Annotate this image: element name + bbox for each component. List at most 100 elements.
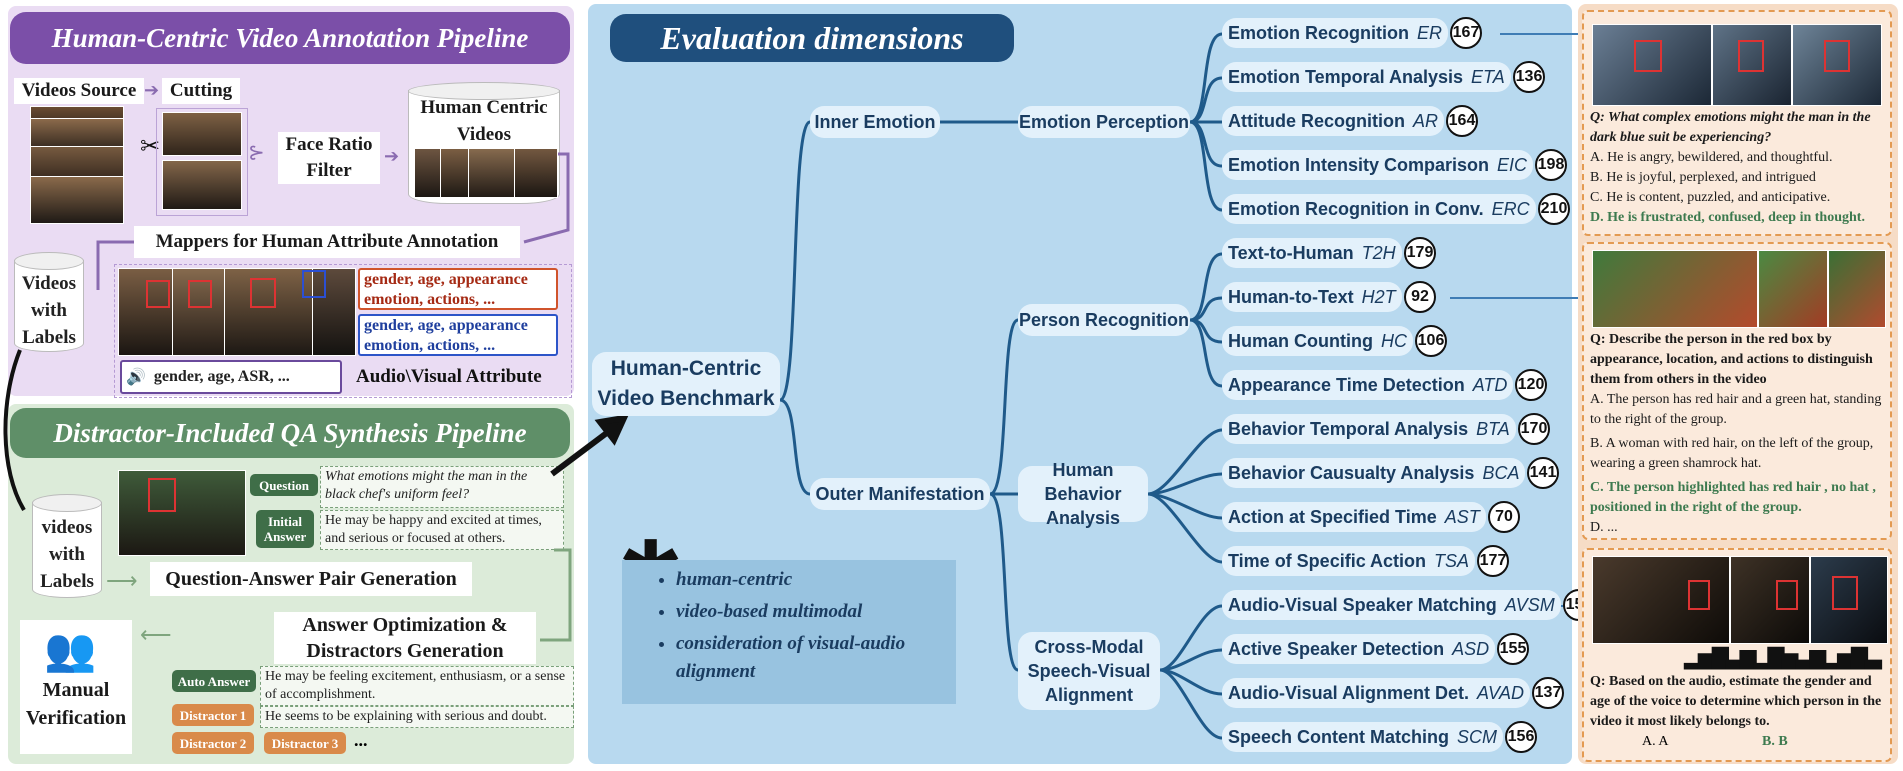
face-box <box>302 270 326 298</box>
dimension-count-badge: 155 <box>1497 633 1529 665</box>
example-2-frame <box>1592 250 1758 328</box>
dimension-count-badge: 120 <box>1515 369 1547 401</box>
manual-verification-card <box>20 620 132 754</box>
dimension-label: Emotion Intensity Comparison <box>1228 154 1490 175</box>
dimension-leaf: Audio-Visual Alignment Det.AVAD <box>1222 678 1531 708</box>
feature-item: consideration of visual-audio alignment <box>676 630 972 686</box>
dimension-label: Audio-Visual Alignment Det. <box>1228 682 1470 703</box>
dimension-label: Human Counting <box>1228 330 1373 351</box>
benchmark-root-node: Human-Centric Video Benchmark <box>592 352 780 416</box>
face-box <box>146 280 170 308</box>
dimension-abbreviation: BCA <box>1482 462 1520 483</box>
dimension-count-badge: 106 <box>1415 325 1447 357</box>
example-2-answer: C. The person highlighted has red hair ,… <box>1590 480 1876 515</box>
mappers-box: Mappers for Human Attribute Annotation <box>134 226 520 258</box>
dimension-abbreviation: AVSM <box>1504 594 1555 615</box>
dimension-abbreviation: T2H <box>1361 242 1396 263</box>
face-box <box>1738 40 1764 72</box>
example-2-question: Q: Describe the person in the red box by… <box>1590 332 1873 387</box>
face-box <box>188 280 212 308</box>
example-3-option-b: B. B <box>1762 734 1788 749</box>
evaluation-title: Evaluation dimensions <box>610 14 1014 62</box>
example-1-frame <box>1712 24 1792 106</box>
answer-optimization-box: Answer Optimization & Distractors Genera… <box>274 612 536 664</box>
dimension-label: Time of Specific Action <box>1228 550 1427 571</box>
dimension-abbreviation: AR <box>1412 110 1438 131</box>
dimension-count-badge: 170 <box>1518 413 1550 445</box>
videos-with-labels-db-2: videos with Labels <box>32 494 102 598</box>
face-box <box>1776 580 1798 610</box>
annotated-frame <box>224 268 314 356</box>
dimension-label: Behavior Causualty Analysis <box>1228 462 1475 483</box>
dimension-count-badge: 136 <box>1513 61 1545 93</box>
arrow-icon: ➔ <box>144 80 160 100</box>
dimension-abbreviation: ERC <box>1491 198 1530 219</box>
dimension-label: Appearance Time Detection <box>1228 374 1465 395</box>
dimension-count-badge: 179 <box>1404 237 1436 269</box>
speaker-icon: 🔊 <box>126 369 146 386</box>
auto-answer-tag: Auto Answer <box>172 670 256 692</box>
annotation-pipeline-title: Human-Centric Video Annotation Pipeline <box>10 12 570 64</box>
dimension-count-badge: 210 <box>1538 193 1570 225</box>
initial-answer-tag: Initial Answer <box>256 510 314 548</box>
dimension-abbreviation: HC <box>1380 330 1407 351</box>
example-3-frame <box>1592 556 1730 644</box>
dimension-count-badge: 70 <box>1488 501 1520 533</box>
videos-with-labels-db: Videos with Labels <box>14 252 84 352</box>
example-1-frame <box>1792 24 1882 106</box>
arrow-icon: ⟶ <box>106 568 138 593</box>
dimension-count-badge: 167 <box>1450 17 1482 49</box>
feature-list: human-centric video-based multimodal con… <box>660 566 972 686</box>
example-3-question: Q: Based on the audio, estimate the gend… <box>1590 674 1882 729</box>
distractor-2-tag: Distractor 2 <box>172 732 254 754</box>
dimension-count-badge: 141 <box>1527 457 1559 489</box>
arrow-icon: ⟵ <box>140 622 172 647</box>
dimension-label: Audio-Visual Speaker Matching <box>1228 594 1497 615</box>
cut-clip-thumbnail <box>162 160 242 210</box>
dimension-abbreviation: BTA <box>1476 418 1510 439</box>
human-centric-thumbnail <box>514 148 558 198</box>
example-1-text: Q: What complex emotions might the man i… <box>1590 108 1886 228</box>
qa-synthesis-title: Distractor-Included QA Synthesis Pipelin… <box>10 408 570 458</box>
dimension-leaf: Audio-Visual Speaker Matching AVSM <box>1222 590 1561 620</box>
distractor-3-tag: Distractor 3 <box>264 732 346 754</box>
distractor-1-note: He seems to be explaining with serious a… <box>260 706 574 728</box>
dimension-abbreviation: EIC <box>1497 154 1528 175</box>
feature-box <box>622 560 956 704</box>
example-1-question: Q: What complex emotions might the man i… <box>1590 110 1871 145</box>
group-users-icon: 👥 <box>44 626 97 673</box>
dimension-label: Speech Content Matching <box>1228 726 1450 747</box>
dimension-abbreviation: H2T <box>1361 286 1396 307</box>
scissors-icon: ✂ <box>140 133 161 160</box>
dimension-leaf: Human Counting HC <box>1222 326 1413 356</box>
auto-answer-text: He may be feeling excitement, enthusiasm… <box>265 669 566 702</box>
cutting-label: Cutting <box>162 78 240 104</box>
question-note: What emotions might the man in the black… <box>320 466 564 508</box>
example-2-text: Q: Describe the person in the red box by… <box>1590 330 1886 538</box>
qa-video-frame <box>118 470 246 556</box>
example-1-frame <box>1592 24 1712 106</box>
example-2-frame <box>1828 250 1886 328</box>
dimension-count-badge: 177 <box>1477 545 1509 577</box>
example-1-option: A. He is angry, bewildered, and thoughtf… <box>1590 150 1833 165</box>
example-1-option: B. He is joyful, perplexed, and intrigue… <box>1590 170 1816 185</box>
dimension-label: Active Speaker Detection <box>1228 638 1445 659</box>
dimension-abbreviation: ATD <box>1472 374 1508 395</box>
audio-visual-attribute-label: Audio\Visual Attribute <box>356 366 542 387</box>
person-recognition-node: Person Recognition <box>1018 304 1190 336</box>
face-ratio-filter-box: Face Ratio Filter <box>278 132 380 184</box>
audio-waveform-icon: ▂▅▇▃▆▂▇▅▃▆▂▅▇▃ <box>1684 644 1882 669</box>
cross-modal-alignment-node: Cross-Modal Speech-Visual Alignment <box>1018 632 1160 710</box>
videos-with-labels-label-2: videos with Labels <box>40 516 94 592</box>
face-box <box>1688 580 1710 610</box>
dimension-label: Emotion Recognition in Conv. <box>1228 198 1484 219</box>
human-behavior-analysis-node: Human Behavior Analysis <box>1018 460 1148 528</box>
